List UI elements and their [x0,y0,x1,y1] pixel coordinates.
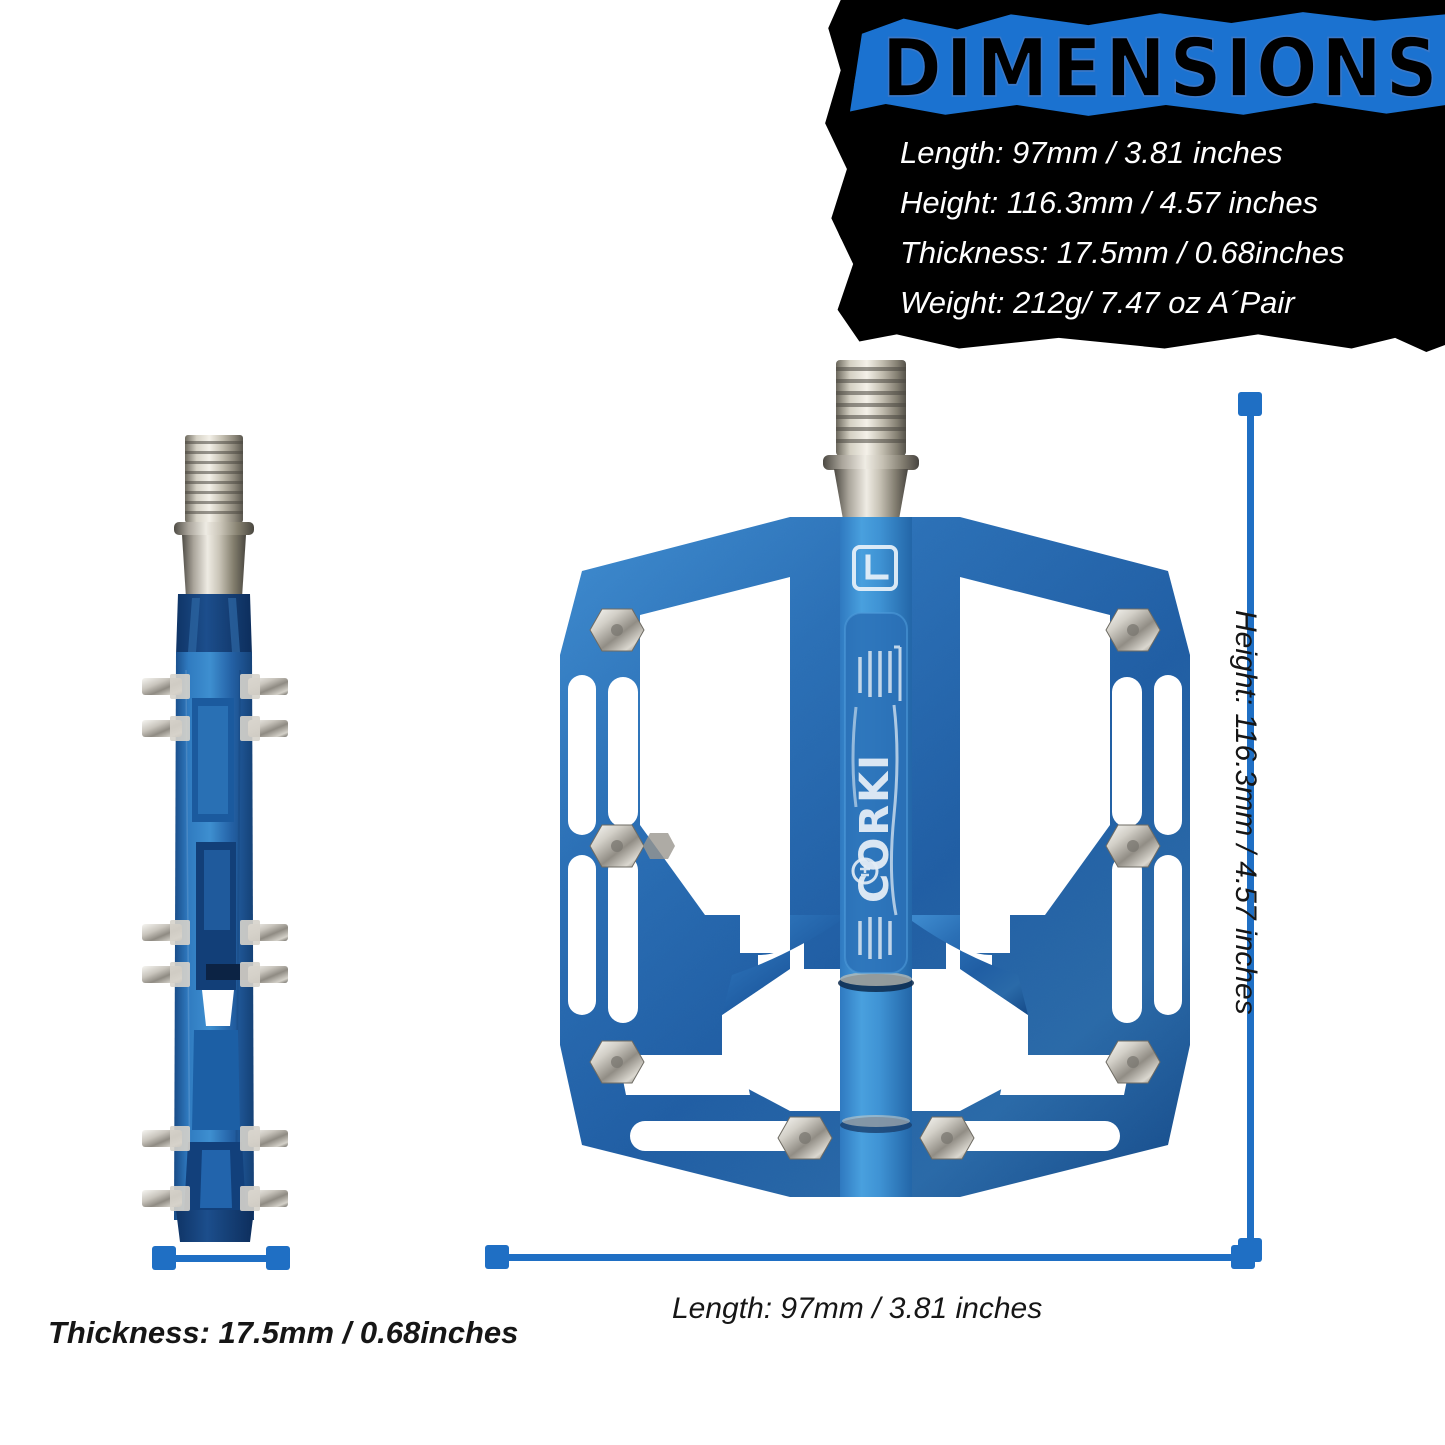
thickness-cap-right [266,1246,290,1270]
platform-face-view: CORKI [490,355,1260,1255]
thickness-label: Thickness: 17.5mm / 0.68inches [48,1315,519,1350]
pin-sockets [611,624,1139,1144]
web-left [722,915,840,1015]
logo-stripes-top [858,645,902,701]
web-right [912,915,1028,1015]
slot-bottom-right [950,1121,1120,1151]
pin-mid-left-secondary [643,833,675,859]
spec-list: Length: 97mm / 3.81 inches Height: 116.3… [900,128,1440,328]
dimensions-banner: DIMENSIONS Length: 97mm / 3.81 inches He… [822,0,1445,352]
slot-right-outer-lower [1154,855,1182,1015]
logo-stripes-bottom [858,917,892,959]
length-line [499,1254,1239,1261]
slot-left-outer-upper [568,675,596,835]
slot-lower-right [1000,1055,1132,1095]
body-bottom-cap [176,1210,254,1242]
slot-upper-right [964,602,1092,663]
spec-weight: Weight: 212g/ 7.47 oz A´Pair [900,285,1295,320]
length-label: Length: 97mm / 3.81 inches [672,1292,1043,1325]
height-cap-bottom [1238,1238,1262,1262]
height-label: Height: 116.3mm / 4.57 inches [1229,610,1262,1015]
banner-title: DIMENSIONS [881,20,1442,116]
side-pedal-graphic [142,435,288,1242]
thread-grooves [185,441,243,514]
height-line [1247,406,1254,1246]
spec-thickness: Thickness: 17.5mm / 0.68inches [900,235,1345,270]
thread-grooves [836,367,906,443]
left-pedal-marking [852,545,898,591]
body-top-cap [176,594,252,655]
spindle-shaft [834,469,908,525]
spindle-flange [823,455,919,470]
spindle-thread [185,435,243,523]
slot-left-inner-upper [608,677,638,827]
slot-bottom-left [630,1121,800,1151]
spindle-thread [836,360,906,456]
slot-right-inner-upper [1112,677,1142,827]
body-slot-low [192,1030,240,1130]
slot-lower-left [618,1055,750,1095]
slot-right-outer-upper [1154,675,1182,835]
thickness-line [166,1255,278,1262]
side-profile-view [130,430,360,1250]
brand-gear-icon [851,857,879,885]
spindle-shaft [182,535,246,598]
pin-bases [170,674,260,1211]
branding-strip [206,964,248,980]
slot-left-outer-lower [568,855,596,1015]
spec-height: Height: 116.3mm / 4.57 inches [900,185,1319,220]
cutout-right-main [960,577,1110,915]
logo-accent-swoosh [889,704,899,916]
slot-upper-left [658,602,786,663]
main-pedal-graphic: CORKI [560,360,1190,1197]
spindle-flange [174,522,254,535]
cutout-left-main [640,577,790,915]
slot-left-inner-lower [608,855,638,1023]
slot-right-inner-lower [1112,855,1142,1023]
spec-length: Length: 97mm / 3.81 inches [900,135,1283,170]
